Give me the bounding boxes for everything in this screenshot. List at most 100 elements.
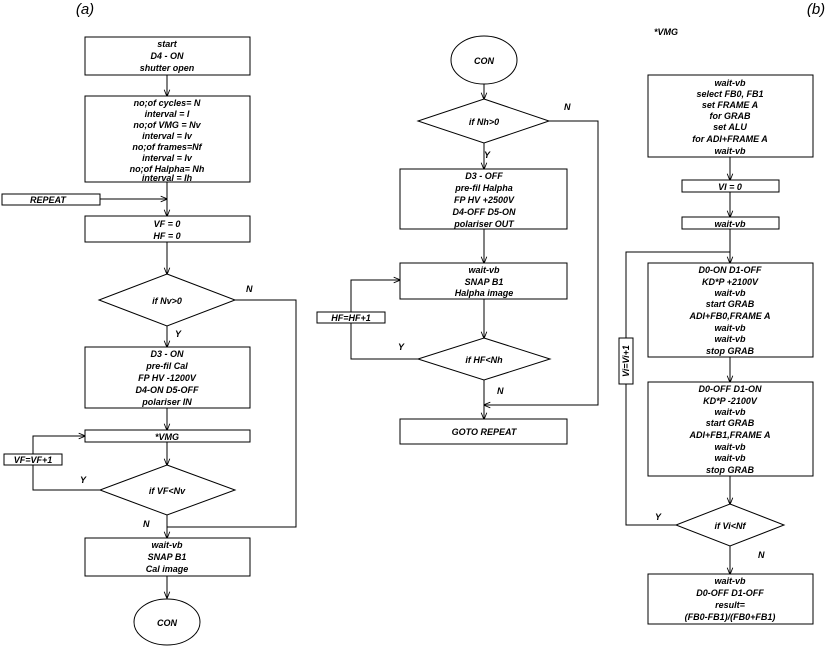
grab-fb1-line-7: wait-vb — [714, 453, 746, 463]
decision-nv-yes: Y — [175, 329, 182, 339]
vmg-call-label: *VMG — [155, 432, 179, 442]
params-line-7: no;of Halpha= Nh — [130, 164, 205, 174]
vmg-subroutine-title: *VMG — [654, 27, 678, 37]
grab-fb0-line-6: wait-vb — [714, 323, 746, 333]
column-b: *VMG wait-vb select FB0, FB1 set FRAME A… — [618, 27, 814, 625]
grab-fb1-line-2: KD*P -2100V — [703, 396, 758, 406]
grab-fb1-line-4: start GRAB — [706, 418, 755, 428]
params-line-4: interval = Iv — [142, 131, 193, 141]
decision-vi-yes: Y — [655, 512, 662, 522]
start-box-line-1: start — [157, 39, 178, 49]
goto-repeat-box — [399, 418, 568, 445]
panel-label-b: (b) — [807, 1, 825, 18]
select-fb-line-5: set ALU — [713, 122, 747, 132]
decision-nv-no: N — [246, 284, 253, 294]
decision-vf-text: if VF<Nv — [149, 486, 186, 496]
halpha-snap-line-1: wait-vb — [468, 265, 500, 275]
grab-fb1-line-1: D0-OFF D1-ON — [699, 384, 763, 394]
start-box — [84, 36, 251, 76]
select-fb-line-2: select FB0, FB1 — [696, 89, 763, 99]
init-line-1: VF = 0 — [154, 219, 181, 229]
decision-nv-text: if Nv>0 — [152, 296, 182, 306]
select-fb-line-6: for ADI+FRAME A — [692, 134, 768, 144]
cal-snap-line-1: wait-vb — [151, 540, 183, 550]
result-box — [647, 573, 814, 625]
init-box — [84, 215, 251, 243]
halpha-snap-line-3: Halpha image — [455, 288, 514, 298]
params-line-3: no;of VMG = Nv — [133, 120, 201, 130]
column-a: start D4 - ON shutter open no;of cycles=… — [1, 36, 297, 646]
halpha-snap-box — [399, 262, 568, 300]
grab-fb0-line-3: wait-vb — [714, 288, 746, 298]
decision-hf-yes: Y — [398, 342, 405, 352]
decision-nh-no: N — [564, 102, 571, 112]
grab-fb1-line-5: ADI+FB1,FRAME A — [689, 430, 771, 440]
params-line-1: no;of cycles= N — [134, 98, 201, 108]
decision-hf-no: N — [497, 386, 504, 396]
decision-nh-yes: Y — [484, 150, 491, 160]
con-connector-mid-label: CON — [474, 56, 495, 66]
panel-label-a: (a) — [76, 1, 94, 18]
decision-hf-text: if HF<Nh — [465, 355, 503, 365]
select-fb-line-4: for GRAB — [710, 111, 751, 121]
decision-vi-no: N — [758, 550, 765, 560]
grab-fb0-line-5: ADI+FB0,FRAME A — [689, 311, 771, 321]
select-fb-line-1: wait-vb — [714, 78, 746, 88]
halpha-setup-line-4: D4-OFF D5-ON — [453, 207, 517, 217]
grab-fb0-box — [647, 262, 814, 358]
hf-increment-label: HF=HF+1 — [331, 313, 371, 323]
vi-init-label: VI = 0 — [718, 182, 742, 192]
result-line-4: (FB0-FB1)/(FB0+FB1) — [685, 612, 776, 622]
cal-line-1: D3 - ON — [150, 349, 184, 359]
decision-vf-no: N — [143, 519, 150, 529]
grab-fb0-line-8: stop GRAB — [706, 346, 754, 356]
cal-line-3: FP HV -1200V — [138, 373, 197, 383]
cal-line-2: pre-fil Cal — [145, 361, 188, 371]
cal-snap-line-3: Cal image — [146, 564, 189, 574]
halpha-setup-line-2: pre-fil Halpha — [454, 183, 513, 193]
result-line-1: wait-vb — [714, 576, 746, 586]
select-fb-box — [647, 74, 814, 158]
select-fb-line-7: wait-vb — [714, 146, 746, 156]
init-line-2: HF = 0 — [153, 231, 180, 241]
grab-fb1-line-8: stop GRAB — [706, 465, 754, 475]
halpha-setup-line-5: polariser OUT — [453, 219, 515, 229]
grab-fb1-box — [647, 381, 814, 477]
params-line-2: interval = I — [145, 109, 190, 119]
grab-fb1-line-3: wait-vb — [714, 407, 746, 417]
wait-vb-label: wait-vb — [714, 219, 746, 229]
decision-vf-yes: Y — [80, 475, 87, 485]
params-box — [84, 95, 251, 183]
params-line-6: interval = Iv — [142, 153, 193, 163]
result-line-3: result= — [715, 600, 746, 610]
vi-increment-label: Vi=Vi+1 — [621, 345, 631, 377]
select-fb-line-3: set FRAME A — [702, 100, 758, 110]
halpha-setup-box — [399, 168, 568, 230]
halpha-snap-line-2: SNAP B1 — [465, 277, 504, 287]
start-box-line-3: shutter open — [140, 63, 195, 73]
grab-fb1-line-6: wait-vb — [714, 442, 746, 452]
cal-line-5: polariser IN — [141, 397, 192, 407]
decision-nh-text: if Nh>0 — [469, 117, 499, 127]
con-connector-a-label: CON — [157, 618, 178, 628]
cal-snap-line-2: SNAP B1 — [148, 552, 187, 562]
halpha-setup-line-1: D3 - OFF — [465, 171, 503, 181]
grab-fb0-line-1: D0-ON D1-OFF — [699, 265, 763, 275]
start-box-line-2: D4 - ON — [150, 51, 184, 61]
grab-fb0-line-4: start GRAB — [706, 299, 755, 309]
goto-repeat-label: GOTO REPEAT — [452, 427, 518, 437]
params-line-5: no;of frames=Nf — [132, 142, 202, 152]
params-line-8: interval = Ih — [142, 173, 193, 183]
halpha-setup-line-3: FP HV +2500V — [454, 195, 515, 205]
column-mid: CON if Nh>0 N Y D3 - OFF pre-fil Halpha … — [316, 35, 599, 445]
repeat-label: REPEAT — [30, 195, 67, 205]
vf-increment-label: VF=VF+1 — [14, 455, 53, 465]
cal-line-4: D4-ON D5-OFF — [136, 385, 200, 395]
con-connector-a — [133, 598, 201, 646]
decision-vi-text: if Vi<Nf — [715, 521, 747, 531]
result-line-2: D0-OFF D1-OFF — [696, 588, 764, 598]
grab-fb0-line-7: wait-vb — [714, 334, 746, 344]
cal-setup-box — [84, 346, 251, 409]
grab-fb0-line-2: KD*P +2100V — [702, 277, 759, 287]
